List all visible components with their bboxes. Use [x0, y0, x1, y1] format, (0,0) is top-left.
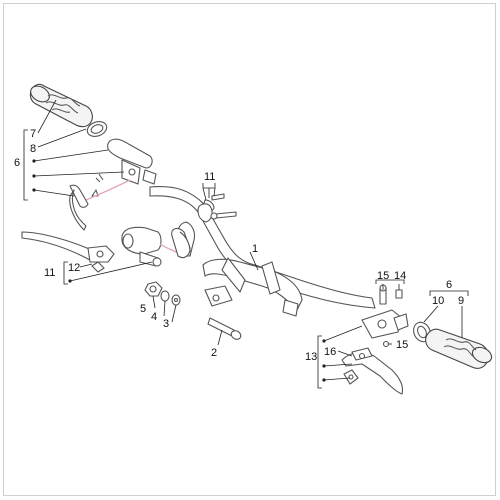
grip-ring	[86, 121, 108, 137]
callout-6-left: 6	[14, 157, 20, 169]
callout-11-left: 11	[44, 267, 55, 279]
left-grip	[29, 83, 93, 128]
callout-13: 13	[305, 351, 317, 363]
nuts-and-washers	[144, 281, 181, 306]
right-screws	[379, 284, 403, 348]
leader-lines	[23, 99, 469, 389]
callout-10: 10	[432, 295, 444, 307]
callout-3: 3	[163, 318, 169, 330]
callout-4: 4	[151, 311, 157, 323]
callout-5: 5	[140, 303, 146, 315]
callout-9: 9	[458, 295, 464, 307]
callout-8: 8	[30, 143, 36, 155]
callout-16: 16	[324, 346, 336, 358]
long-bolt	[207, 317, 242, 340]
master-cylinder	[121, 226, 191, 267]
callout-11-top: 11	[204, 171, 215, 183]
right-lever	[341, 309, 409, 395]
callout-1: 1	[252, 243, 258, 255]
right-grip	[425, 328, 493, 369]
callout-7: 7	[30, 128, 36, 140]
left-lever	[21, 231, 115, 273]
callout-6-right: 6	[446, 279, 452, 291]
throttle-assembly	[69, 138, 157, 231]
clamp-and-bolts	[197, 193, 237, 223]
callout-labels: 7 8 6 11 1 12 11 5 4 3 2 15 14 6 10 9 15…	[14, 128, 464, 363]
callout-12: 12	[68, 262, 80, 274]
diagram-frame	[3, 3, 496, 496]
callout-15-top: 15	[377, 270, 389, 282]
callout-2: 2	[211, 347, 217, 359]
callout-15-lower: 15	[396, 339, 408, 351]
callout-14: 14	[394, 270, 406, 282]
